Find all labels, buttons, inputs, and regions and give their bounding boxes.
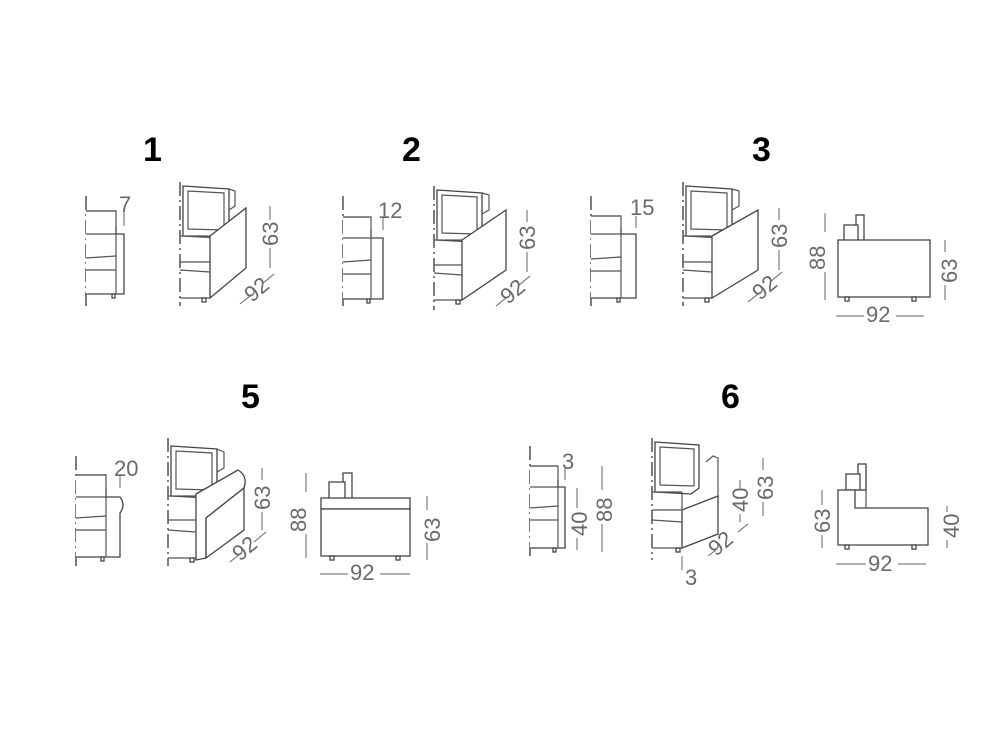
variant-1-arm-width: 7 — [119, 192, 131, 217]
variant-6-side-depth: 92 — [868, 551, 892, 576]
variant-5-side-view: 88 63 92 — [286, 472, 445, 585]
variant-6-side-height-right: 40 — [939, 514, 964, 538]
variant-1-heading: 1 — [143, 131, 162, 169]
variant-2-depth: 92 — [495, 274, 530, 309]
variant-1-height: 63 — [258, 222, 283, 246]
variant-5: 5 20 63 — [75, 378, 445, 585]
variant-5-side-height: 63 — [420, 518, 445, 542]
variant-3-front-profile: 15 — [590, 195, 654, 306]
variant-3-iso-view: 63 92 — [682, 182, 792, 306]
variant-2-height: 63 — [515, 226, 540, 250]
variant-3-side-view: 88 63 92 — [805, 213, 962, 327]
variant-5-side-depth: 92 — [350, 560, 374, 585]
variant-6-arm-height-iso: 40 — [728, 488, 753, 512]
variant-5-iso-view: 63 92 — [167, 438, 275, 566]
variant-1-depth: 92 — [239, 272, 274, 307]
variant-1-iso-view: 63 92 — [179, 182, 283, 307]
variant-3-arm-width: 15 — [630, 195, 654, 220]
variant-6-front-profile: 3 40 88 — [529, 446, 617, 560]
variant-5-heading: 5 — [241, 378, 260, 416]
variant-2-arm-width: 12 — [378, 198, 402, 223]
variant-3-heading: 3 — [752, 131, 771, 169]
variant-6-base-offset: 3 — [685, 565, 697, 590]
variant-1: 1 7 63 — [85, 131, 283, 307]
variant-2-front-profile: 12 — [342, 196, 402, 306]
variant-2: 2 12 63 — [342, 131, 540, 310]
variant-6-height: 63 — [753, 476, 778, 500]
variant-6-side-height-left: 63 — [810, 509, 835, 533]
variant-5-height: 63 — [250, 486, 275, 510]
variant-2-iso-view: 63 92 — [433, 186, 540, 310]
variant-6-iso-view: 40 63 92 3 — [651, 438, 778, 590]
variant-3-side-depth: 92 — [866, 302, 890, 327]
variant-6-arm-width: 3 — [562, 449, 574, 474]
variant-3: 3 15 63 — [590, 131, 962, 327]
variant-5-arm-width: 20 — [114, 456, 138, 481]
variant-6-height-back: 88 — [592, 498, 617, 522]
variant-6-heading: 6 — [721, 378, 740, 416]
variant-3-depth: 92 — [747, 270, 782, 305]
variant-6-side-view: 63 40 92 — [810, 463, 964, 576]
variant-2-heading: 2 — [402, 131, 421, 169]
variant-6-arm-height: 40 — [567, 512, 592, 536]
variant-3-height-back: 88 — [805, 246, 830, 270]
variant-3-height: 63 — [767, 224, 792, 248]
variant-3-side-height: 63 — [937, 259, 962, 283]
variant-5-front-profile: 20 — [75, 456, 138, 570]
variant-5-height-back: 88 — [286, 508, 311, 532]
variant-6: 6 3 40 88 — [529, 378, 964, 590]
variant-1-front-profile: 7 — [85, 192, 131, 306]
